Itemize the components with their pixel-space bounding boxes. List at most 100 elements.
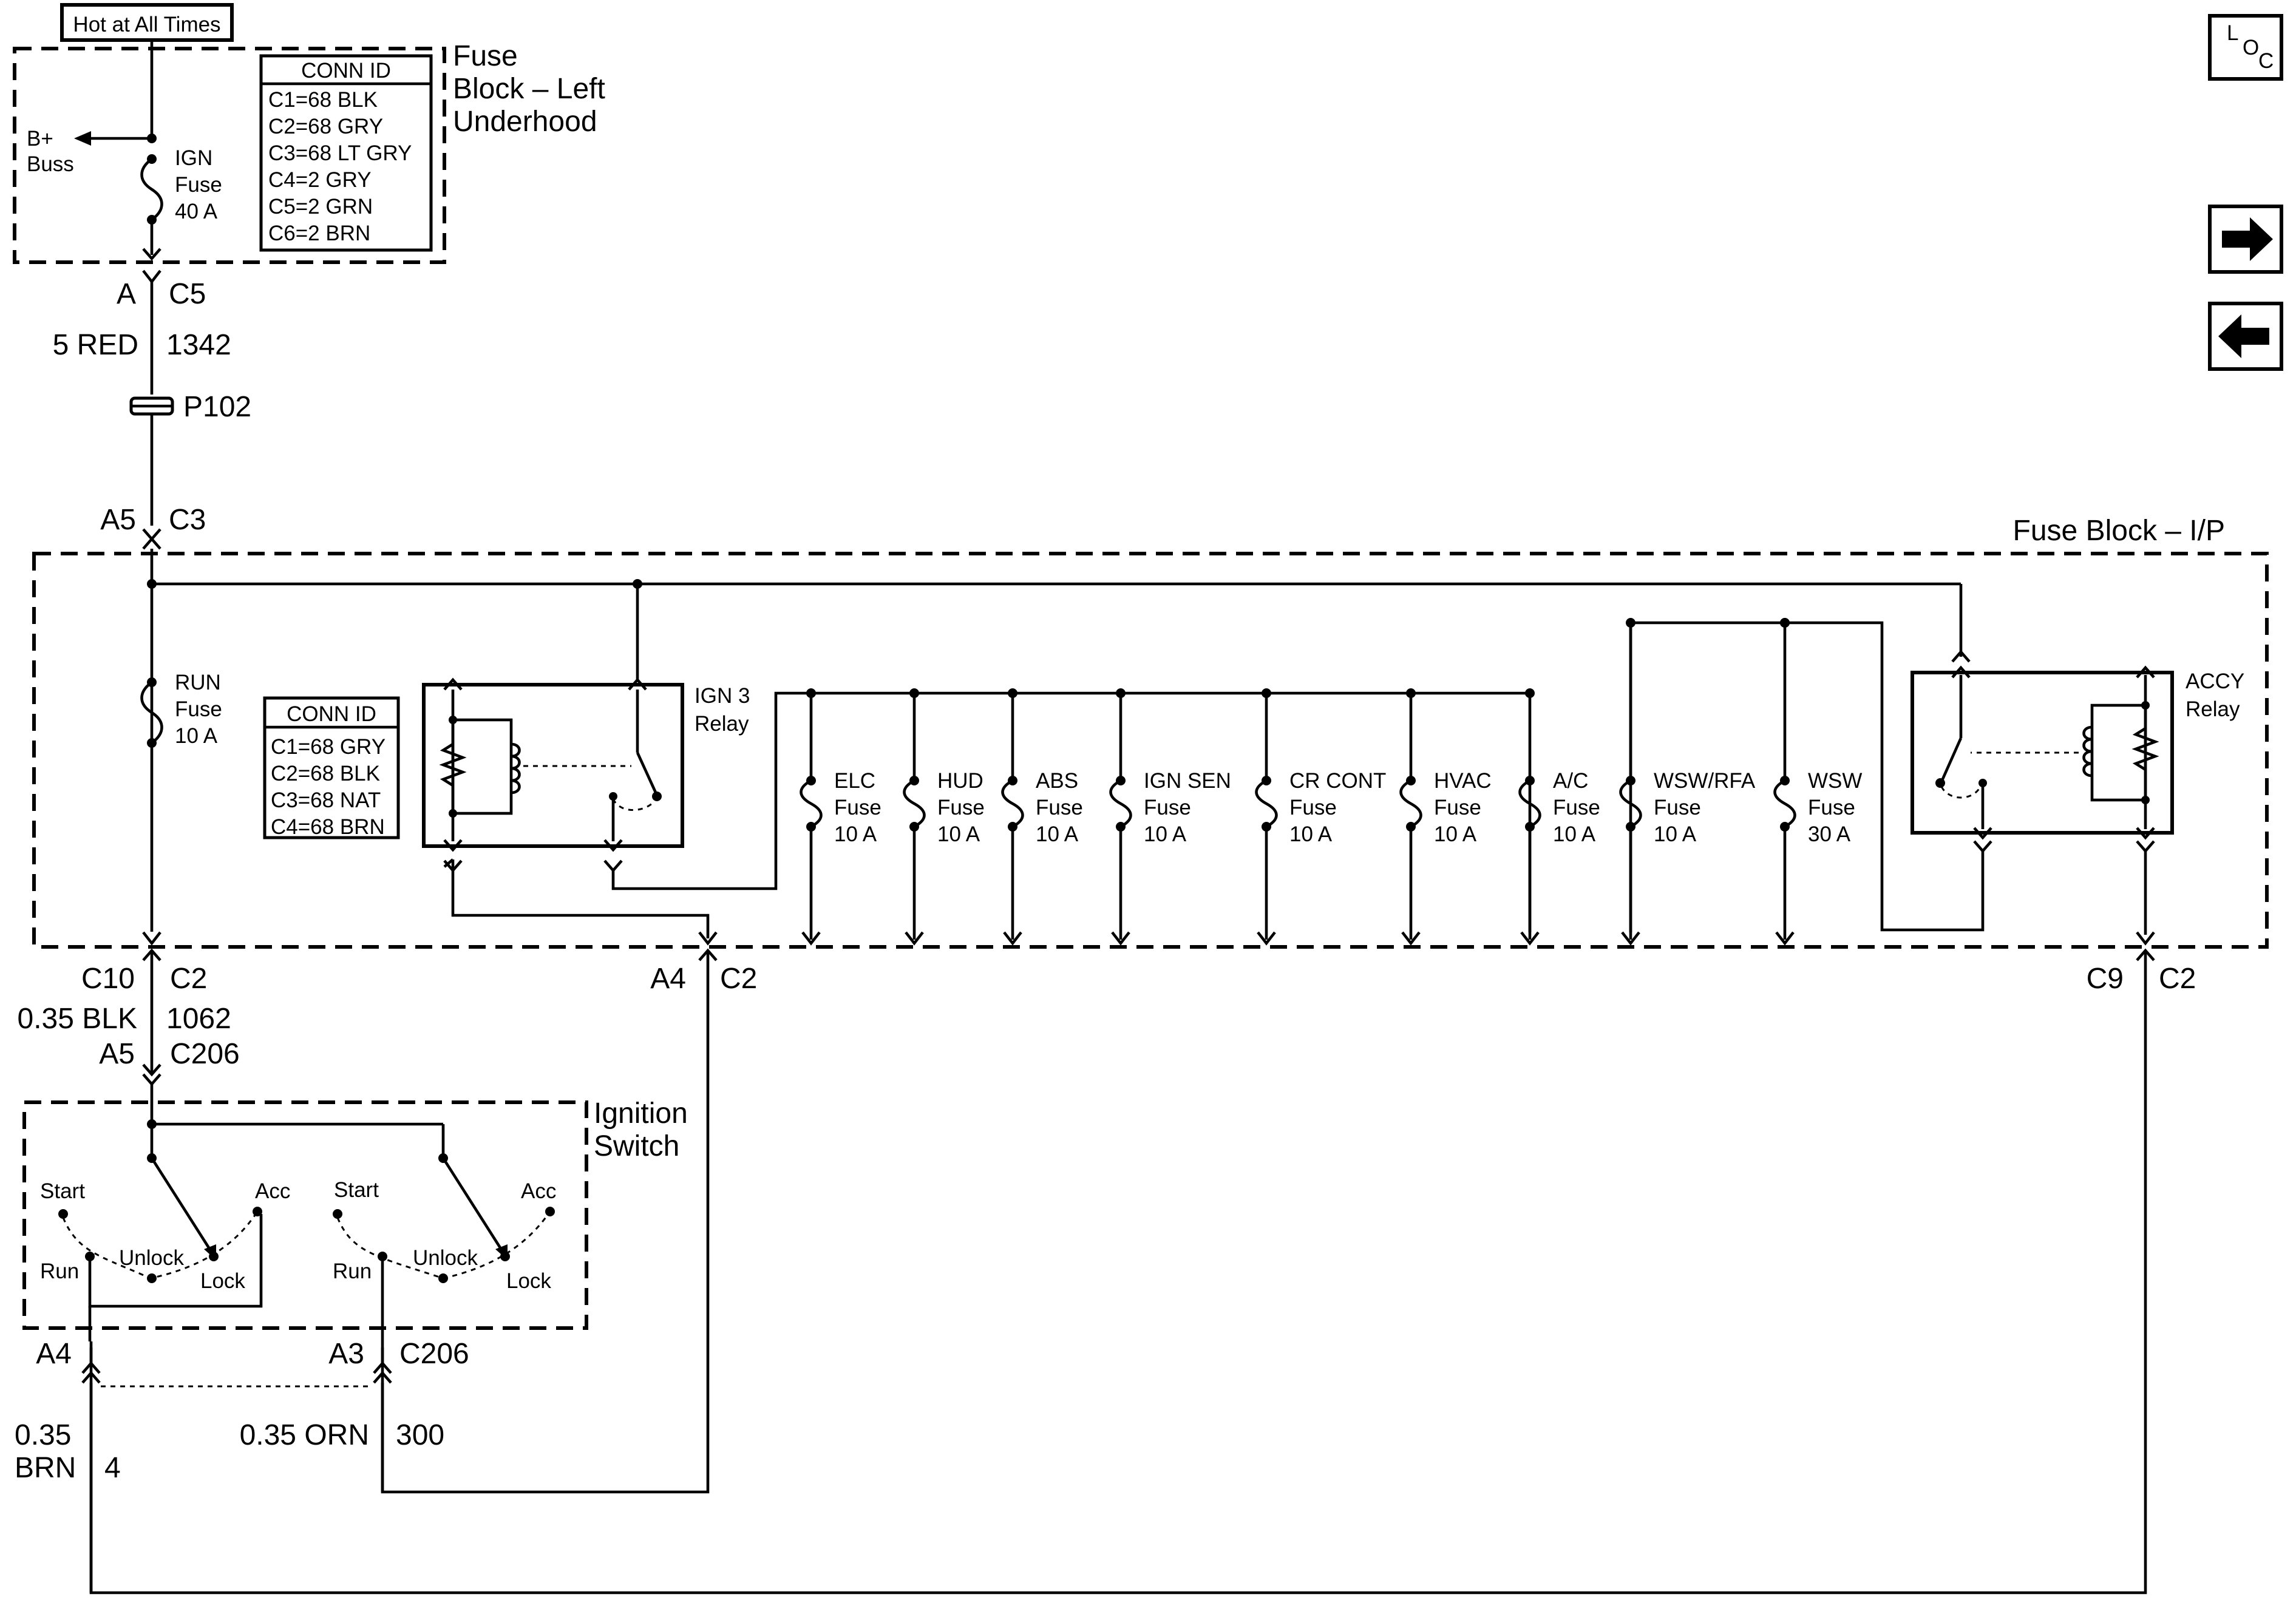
ign3-output-bus: [611, 691, 1532, 932]
bus-node: [1406, 688, 1416, 698]
terminal-chevron: [443, 858, 454, 868]
underhood-conn-row: C4=2 GRY: [268, 168, 372, 192]
connector-chevron: [1621, 931, 1640, 946]
ip-conn-row: C3=68 NAT: [271, 788, 381, 812]
next-page-button[interactable]: [2208, 205, 2283, 274]
ip-fuse-block-title: Fuse Block – I/P: [2013, 515, 2225, 547]
connector-chevron: [2136, 931, 2155, 946]
fuse-symbol: [1109, 779, 1132, 829]
connector-c2-label: C2: [2159, 963, 2196, 995]
bplus-arrow: [74, 131, 91, 146]
ip-conn-header: CONN ID: [287, 702, 376, 726]
connector-chevron: [142, 270, 161, 284]
fuse-name-label: WSW: [1808, 769, 1862, 793]
position-acc-label: Acc: [255, 1179, 290, 1203]
relay-terminal: [1951, 665, 1971, 679]
fuse-symbol: [1518, 779, 1541, 829]
connector-chevron: [142, 248, 161, 261]
loc-button[interactable]: L O C: [2208, 14, 2283, 81]
hot-at-all-times-box: [60, 3, 234, 42]
fuse-word-label: Fuse: [937, 796, 985, 819]
relay-terminal: [2136, 665, 2155, 679]
fuse-symbol: [1773, 779, 1796, 829]
position-run-label: Run: [40, 1259, 79, 1283]
underhood-conn-row: C2=68 GRY: [268, 115, 383, 138]
fuse-name-label: WSW/RFA: [1654, 769, 1756, 793]
position-start-label: Start: [40, 1179, 85, 1203]
run-fuse-symbol: [140, 681, 163, 744]
splice-p102: [129, 396, 174, 416]
connector-c2-label: C2: [170, 963, 207, 995]
wire-gauge-label: 0.35: [15, 1419, 71, 1451]
ign-fuse-rating: 40 A: [175, 200, 218, 223]
connector-c206-label: C206: [170, 1038, 240, 1070]
connector-chevron: [1775, 931, 1795, 946]
fuse-rating-label: 10 A: [1434, 822, 1477, 846]
underhood-conn-row: C3=68 LT GRY: [268, 141, 412, 165]
ignition-switch-outline: [22, 1100, 588, 1330]
ign3-relay-word: Relay: [695, 712, 749, 736]
fuse-name-label: A/C: [1553, 769, 1588, 793]
fuse-symbol: [1255, 779, 1278, 829]
circuit-number-label: 1062: [166, 1003, 231, 1035]
connector-c10-label: C10: [81, 963, 135, 995]
bus-node: [806, 688, 816, 698]
underhood-conn-row: C5=2 GRN: [268, 195, 373, 219]
fuse-rating-label: 10 A: [1144, 822, 1187, 846]
underhood-title-line3: Underhood: [453, 106, 597, 138]
ip-conn-row: C1=68 GRY: [271, 735, 385, 759]
ign3-coil-ground-wire: [451, 859, 710, 938]
connector-chevron: [443, 859, 463, 873]
ign-fuse-symbol: [140, 158, 163, 221]
ignition-switch-title: Switch: [594, 1130, 679, 1162]
relay-terminal: [443, 677, 463, 691]
underhood-conn-header: CONN ID: [301, 59, 391, 83]
loc-letter: O: [2243, 36, 2259, 59]
run-fuse-rating: 10 A: [175, 724, 218, 748]
circuit-number-label: 300: [396, 1419, 444, 1451]
bus-node: [1008, 688, 1017, 698]
connector-c2-label: C2: [720, 963, 757, 995]
connector-a4-label: A4: [650, 963, 686, 995]
wire-4: [89, 951, 2147, 1595]
connector-chevron: [142, 537, 161, 550]
fuse-rating-label: 10 A: [1553, 822, 1596, 846]
relay-terminal: [603, 839, 623, 852]
bus-node: [909, 688, 919, 698]
fuse-word-label: Fuse: [834, 796, 881, 819]
underhood-conn-row: C1=68 BLK: [268, 88, 378, 112]
underhood-conn-row: C6=2 BRN: [268, 222, 370, 245]
circuit-number-label: 4: [104, 1452, 121, 1484]
fuse-symbol: [1399, 779, 1422, 829]
previous-page-button[interactable]: [2208, 302, 2283, 371]
wire-color-label: 0.35 BLK: [18, 1003, 137, 1035]
fuse-symbol: [1001, 779, 1024, 829]
position-run-label: Run: [333, 1259, 372, 1283]
ign3-relay: [422, 683, 684, 848]
ign-fuse-word: Fuse: [175, 173, 222, 197]
bplus-label: B+: [27, 127, 53, 151]
fuse-name-label: IGN SEN: [1144, 769, 1231, 793]
connector-chevron: [801, 931, 821, 946]
fuse-name-label: CR CONT: [1289, 769, 1386, 793]
fuse-name-label: ABS: [1036, 769, 1078, 793]
buss-label: Buss: [27, 152, 74, 176]
fuse-name-label: HUD: [937, 769, 983, 793]
connector-a5-label: A5: [99, 1038, 135, 1070]
connector-a-label: A: [117, 278, 136, 310]
fuse-rating-label: 10 A: [834, 822, 877, 846]
wire-300: [381, 951, 710, 1494]
wire-color-label: BRN: [15, 1452, 76, 1484]
connector-chevron: [1401, 931, 1421, 946]
circuit-number-label: 1342: [166, 329, 231, 361]
fuse-word-label: Fuse: [1434, 796, 1481, 819]
run-fuse-node: [147, 738, 157, 748]
connector-chevron: [905, 931, 924, 946]
connector-c206-label: C206: [399, 1338, 469, 1370]
underhood-title-line2: Block – Left: [453, 73, 605, 105]
position-lock-label: Lock: [200, 1269, 245, 1293]
fuse-word-label: Fuse: [1289, 796, 1337, 819]
connector-chevron: [698, 931, 718, 946]
connector-c5-label: C5: [169, 278, 206, 310]
arrow-right-icon: [2222, 217, 2273, 261]
